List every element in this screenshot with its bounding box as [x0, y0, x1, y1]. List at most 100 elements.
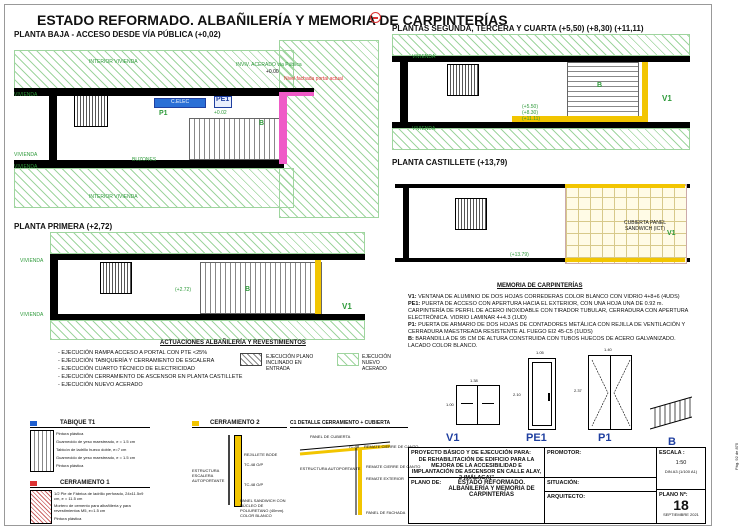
interior-vivienda-area [14, 50, 294, 90]
cerramiento-2-label: PANEL SANDWICH CON NÚCLEO DE POLIURETANO… [240, 498, 286, 518]
tabique-layer: Pintura plástica [56, 463, 84, 468]
escala-value: 1:50 [675, 460, 687, 466]
memoria-item: B: BARANDILLA DE 95 CM DE ALTURA CONSTRU… [408, 336, 676, 350]
cerramiento-2-swatch [192, 420, 199, 426]
label-vivienda: VIVIENDA [14, 92, 38, 98]
label-level: (+5.50) [522, 104, 538, 110]
escala-sub: DIN A3 (1/100 A1) [664, 469, 698, 474]
cerramiento-2-label: TC-48 O/P [244, 462, 264, 467]
label-acerado: INVIV. ACERADO vía Pública [236, 62, 302, 68]
detalle-label: PANEL DE FACHADA [366, 510, 406, 515]
memoria-item: PE1: PUERTA DE ACCESO CON APERTURA HACIA… [408, 301, 689, 322]
title-block: PROYECTO BÁSICO Y DE EJECUCIÓN PARA: DE … [408, 447, 706, 524]
actuacion-item: - EJECUCIÓN NUEVO ACERADO [58, 382, 143, 388]
label-interior-vivienda: INTERIOR VIVIENDA [89, 59, 138, 65]
label-pe1: PE1 [216, 96, 230, 103]
tabique-t1: TABIQUE T1 Pintura plástica Guarnecido d… [30, 420, 150, 472]
label-level: (+2.72) [175, 287, 191, 293]
actuaciones-title: ACTUACIONES ALBAÑILERÍA Y REVESTIMIENTOS [160, 340, 306, 346]
dim-p1-height: 2.37 [574, 388, 582, 393]
carpentry-p1 [588, 355, 632, 430]
label-level: (+11.11) [522, 116, 541, 122]
situacion-label: SITUACIÓN: [547, 480, 580, 486]
tabique-layer: Guarnecido de yeso maestreado, e = 1.5 c… [56, 455, 136, 460]
planta-castillete-title: PLANTA CASTILLETE (+13,79) [392, 158, 508, 167]
plantas-superiores-title: PLANTAS SEGUNDA, TERCERA Y CUARTA (+5,50… [392, 24, 644, 33]
carpentry-pe1 [528, 358, 556, 430]
memoria-item: P1: PUERTA DE ARMARIO DE DOS HOJAS DE CO… [408, 322, 686, 336]
legend-swatch-acerado [337, 353, 359, 366]
label-vivienda: VIVIENDA [20, 312, 44, 318]
legend-plano-inclinado: EJECUCIÓN PLANO INCLINADO EN ENTRADA [266, 354, 314, 372]
detalle-c1: C1 DETALLE CERRAMIENTO + CUBIERTA PANEL … [290, 420, 420, 520]
label-vivienda: VIVIENDA [14, 152, 38, 158]
legend-swatch-plano-inclinado [240, 353, 262, 366]
detalle-title: C1 DETALLE CERRAMIENTO + CUBIERTA [290, 420, 408, 428]
arquitecto-label: ARQUITECTO: [547, 494, 586, 500]
actuacion-item: - EJECUCIÓN CUARTO TÉCNICO DE ELECTRICID… [58, 366, 195, 372]
cerramiento-2-label: ESTRUCTURA ESCALERA AUTOPORTANTE [192, 468, 225, 483]
label-b: B [245, 286, 251, 293]
detalle-label: TC-48 [348, 444, 360, 449]
memoria-title: MEMORIA DE CARPINTERÍAS [497, 283, 583, 289]
actuaciones-list: - EJECUCIÓN RAMPA ACCESO A PORTAL CON PT… [58, 350, 243, 390]
label-b: B [259, 120, 265, 127]
detalle-label: ESTRUCTURA AUTOPORTANTE [300, 466, 361, 471]
detalle-label: REMATE CIERRE DE CANTO [364, 444, 419, 449]
detalle-label: REMATE CIERRE DE CANTO [366, 464, 421, 469]
cerramiento-1-layer: 1/2 Pie de Fábrica de ladrillo perforado… [54, 491, 144, 501]
dim-v1-height: 1.00 [446, 402, 454, 407]
promotor-label: PROMOTOR: [547, 450, 582, 456]
door-pe1 [214, 96, 232, 108]
cerramiento-1-swatch [30, 480, 37, 486]
stairs [189, 118, 281, 160]
dim-v1-width: 1.38 [470, 378, 478, 383]
carpentry-label-v1: V1 [446, 432, 460, 444]
cerramiento-1: CERRAMIENTO 1 1/2 Pie de Fábrica de ladr… [30, 480, 150, 524]
label-nivel-fachada: Nivel fachada portal actual [284, 76, 343, 82]
detalle-drawing [299, 441, 391, 515]
detalle-label: REMATE EXTERIOR [366, 476, 404, 481]
label-v1: V1 [667, 230, 676, 237]
plantas-superiores-plan: VIVIENDA VIVIENDA B V1 (+5.50) (+8.30) (… [392, 34, 690, 150]
label-level: (+8.30) [522, 110, 538, 116]
acerado-area [279, 40, 379, 218]
label-vivienda: VIVIENDA [20, 258, 44, 264]
proyecto-label: PROYECTO BÁSICO Y DE EJECUCIÓN PARA: [411, 450, 532, 456]
tabique-layer: Pintura plástica [56, 431, 84, 436]
carpentry-b [649, 395, 693, 433]
orientation-icon [370, 12, 381, 23]
carpentry-v1 [456, 385, 500, 425]
dim-p1-width: 1.40 [604, 347, 612, 352]
plano-n: 18 [673, 497, 689, 513]
side-reference: Pág. 92 de 875 [734, 442, 739, 470]
tabique-layer: Tabicón de ladrillo hueco doble, e=7 cm [56, 447, 127, 452]
cerramiento-1-layer: Pintura plástica [54, 516, 82, 521]
label-vivienda: VIVIENDA [412, 126, 436, 132]
fecha: SEPTIEMBRE 2021 [663, 512, 699, 517]
elevator [74, 95, 108, 127]
tabique-title: TABIQUE T1 [60, 420, 96, 426]
label-level: +0.00 [266, 69, 279, 75]
dim-pe1-height: 2.10 [513, 392, 521, 397]
planta-baja-plan: INTERIOR VIVIENDA VIVIENDA VIVIENDA INTE… [14, 40, 379, 218]
memoria-item: V1: VENTANA DE ALUMINIO DE DOS HOJAS COR… [408, 294, 680, 300]
plano-text: ESTADO REFORMADO. ALBAÑILERÍA Y MEMORIA … [448, 480, 535, 498]
planta-primera-plan: VIVIENDA VIVIENDA (+2.72) V1 B [20, 232, 365, 340]
carpentry-label-pe1: PE1 [526, 432, 547, 444]
cerramiento-2-title: CERRAMIENTO 2 [210, 420, 260, 426]
label-v1: V1 [342, 302, 352, 311]
actuacion-item: - EJECUCIÓN TABIQUERÍA Y CERRAMIENTO DE … [58, 358, 215, 364]
label-cubierta: CUBIERTA PANEL SANDWICH (ICT) [624, 220, 666, 232]
interior-vivienda-area [14, 168, 294, 208]
plano-label: PLANO DE: [411, 480, 442, 486]
label-vivienda: VIVIENDA [412, 54, 436, 60]
actuacion-item: - EJECUCIÓN RAMPA ACCESO A PORTAL CON PT… [58, 350, 208, 356]
legend-acerado: EJECUCIÓN NUEVO ACERADO [362, 354, 391, 372]
cuarto-electrico [154, 98, 206, 108]
escala-label: ESCALA : [659, 450, 685, 456]
detalle-label: PANEL DE CUBIERTA [310, 434, 351, 439]
actuacion-item: - EJECUCIÓN CERRAMIENTO DE ASCENSOR EN P… [58, 374, 243, 380]
plano-n-label: PLANO Nº: [659, 492, 688, 498]
label-b: B [597, 82, 603, 89]
